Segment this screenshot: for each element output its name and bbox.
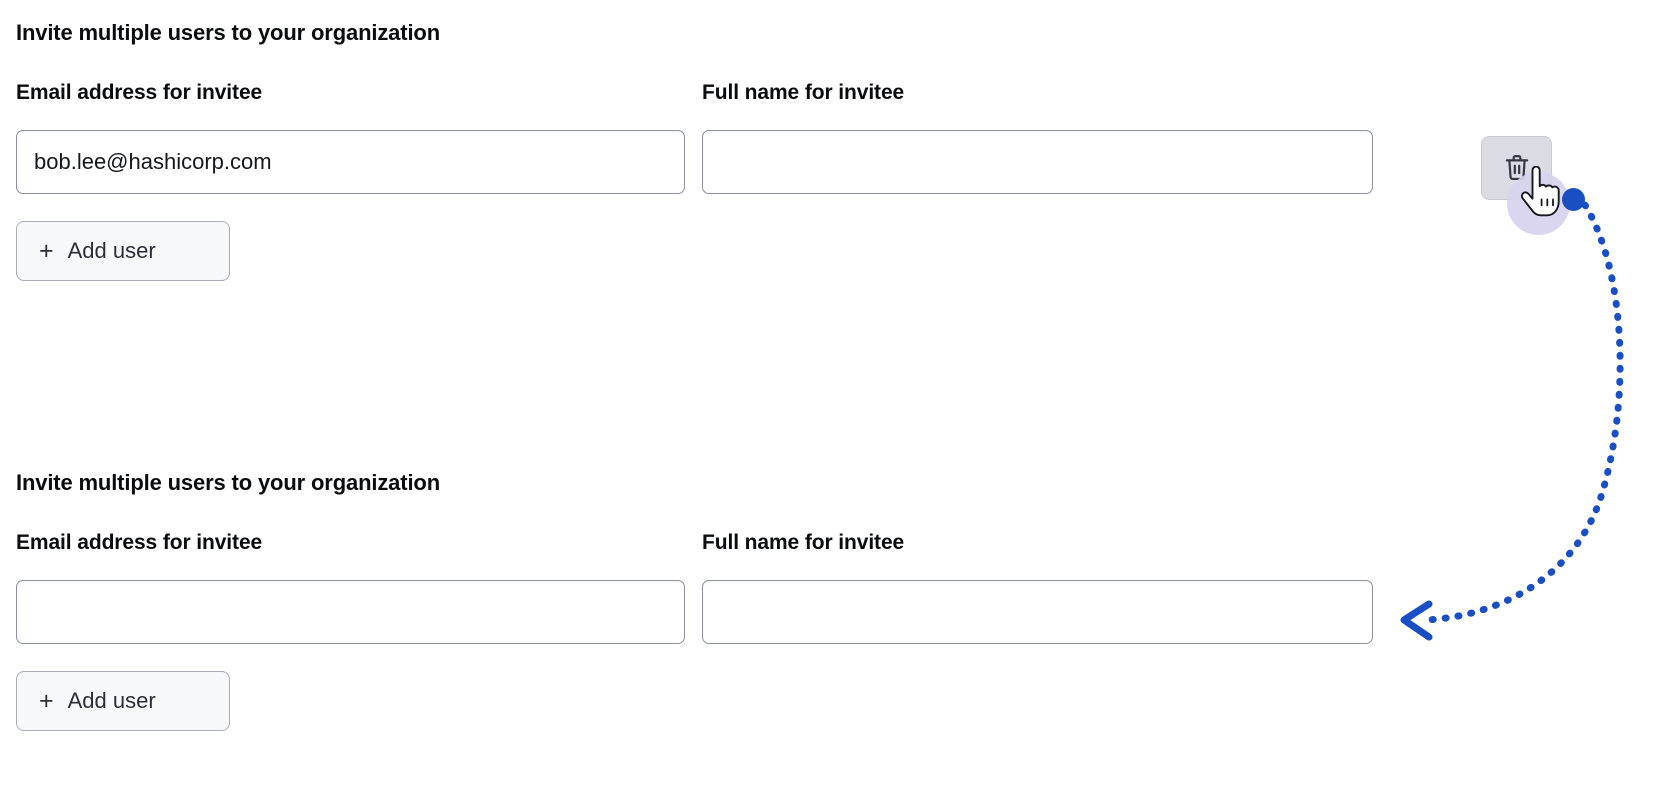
full-name-field-label: Full name for invitee (702, 531, 905, 554)
add-user-button-label: Add user (67, 238, 156, 263)
add-user-button[interactable]: + Add user (16, 671, 230, 731)
arrowhead (1400, 600, 1433, 641)
full-name-input[interactable] (702, 580, 1373, 644)
email-field-label: Email address for invitee (16, 531, 263, 554)
plus-icon: + (39, 686, 54, 715)
email-input[interactable] (16, 580, 685, 644)
full-name-field-label: Full name for invitee (702, 81, 905, 104)
page-title: Invite multiple users to your organizati… (16, 470, 440, 495)
delete-row-button[interactable] (1481, 136, 1552, 200)
add-user-button-label: Add user (67, 688, 156, 713)
click-point-marker (1562, 188, 1585, 211)
trash-icon (1503, 153, 1531, 183)
email-input[interactable] (16, 130, 685, 194)
page-title: Invite multiple users to your organizati… (16, 20, 440, 45)
full-name-input[interactable] (702, 130, 1373, 194)
email-field-label: Email address for invitee (16, 81, 263, 104)
add-user-button[interactable]: + Add user (16, 221, 230, 281)
plus-icon: + (39, 236, 54, 265)
